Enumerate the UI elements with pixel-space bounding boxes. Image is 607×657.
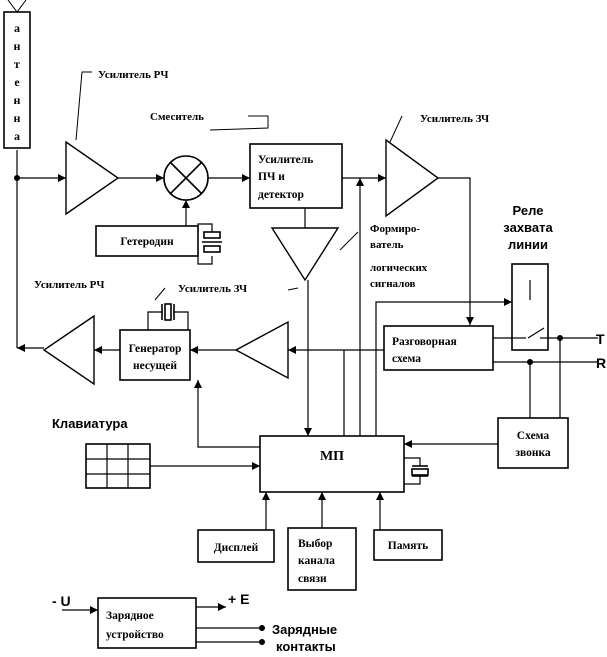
af-amp-rx-label: Усилитель ЗЧ xyxy=(420,113,489,125)
antenna-box xyxy=(3,11,31,149)
antenna-letter: е xyxy=(14,75,20,89)
formatter-line: Формиро- xyxy=(370,223,420,235)
channel-line: связи xyxy=(298,573,327,585)
if-amp-line: детектор xyxy=(258,189,304,201)
rf-amp-tx-icon xyxy=(42,314,95,386)
antenna-letter: а xyxy=(14,21,20,35)
antenna-letter: н xyxy=(14,111,21,125)
terminal-t: T xyxy=(596,331,605,347)
channel-line: Выбор xyxy=(298,538,332,550)
af-amp-tx-icon xyxy=(234,320,289,380)
af-amp-tx-label: Усилитель ЗЧ xyxy=(178,283,247,295)
block-speech: Разговорная схема xyxy=(383,325,494,371)
formatter-line: ватель xyxy=(370,239,404,251)
charge-contacts-line: Зарядные xyxy=(272,622,337,637)
charger-line: Зарядное xyxy=(106,610,154,622)
carrier-gen-line: несущей xyxy=(133,360,177,372)
ring-line: Схема xyxy=(517,430,550,442)
antenna-letter: н xyxy=(14,39,21,53)
block-ring: Схема звонка xyxy=(497,417,569,469)
formatter-line: логических xyxy=(370,262,428,274)
mixer-icon xyxy=(163,155,209,201)
antenna-letter: т xyxy=(14,57,20,71)
relay-line: линии xyxy=(508,237,548,252)
crystal-icon xyxy=(161,303,175,321)
relay-line: Реле xyxy=(513,203,544,218)
mcu-label: МП xyxy=(320,449,344,464)
block-carrier-gen: Генератор несущей xyxy=(119,329,191,381)
block-charger: Зарядное устройство xyxy=(97,597,197,649)
formatter-icon xyxy=(270,227,340,282)
if-amp-line: ПЧ и xyxy=(258,171,285,183)
speech-line: схема xyxy=(392,353,421,365)
channel-line: канала xyxy=(298,555,335,567)
display-label: Дисплей xyxy=(214,542,259,554)
antenna: а н т е н н а xyxy=(3,0,31,149)
charge-contacts-line: контакты xyxy=(276,639,336,654)
crystal-icon xyxy=(411,465,429,477)
block-if-amp: Усилитель ПЧ и детектор xyxy=(249,143,343,209)
plus-e-label: + E xyxy=(228,591,249,607)
rf-amp-tx-label: Усилитель РЧ xyxy=(34,279,104,291)
ring-line: звонка xyxy=(515,447,551,459)
if-amp-line: Усилитель xyxy=(258,154,313,166)
lo-label: Гетеродин xyxy=(120,236,174,248)
memory-label: Память xyxy=(388,540,428,552)
speech-line: Разговорная xyxy=(392,336,457,348)
rf-amp-rx-icon xyxy=(65,140,120,216)
terminal-r: R xyxy=(596,355,606,371)
mixer-label: Смеситель xyxy=(150,111,204,123)
keyboard-icon xyxy=(85,443,151,489)
antenna-letter: н xyxy=(14,93,21,107)
af-amp-rx-icon xyxy=(385,138,440,218)
rf-amp-rx-label: Усилитель РЧ xyxy=(98,69,168,81)
block-mcu: МП xyxy=(259,435,405,493)
block-display: Дисплей xyxy=(197,529,275,563)
block-memory: Память xyxy=(373,529,443,561)
formatter-line: сигналов xyxy=(370,278,416,290)
relay-line: захвата xyxy=(503,220,553,235)
carrier-gen-line: Генератор xyxy=(129,343,182,355)
crystal-icon xyxy=(202,231,222,253)
arrowheads xyxy=(17,174,534,614)
block-channel: Выбор канала связи xyxy=(287,527,357,591)
wires xyxy=(16,71,598,643)
block-lo: Гетеродин xyxy=(95,225,199,257)
antenna-letter: а xyxy=(14,129,20,143)
block-relay xyxy=(511,263,549,351)
minus-u-label: - U xyxy=(52,593,71,609)
charger-line: устройство xyxy=(106,629,164,641)
keyboard-label: Клавиатура xyxy=(52,416,128,431)
